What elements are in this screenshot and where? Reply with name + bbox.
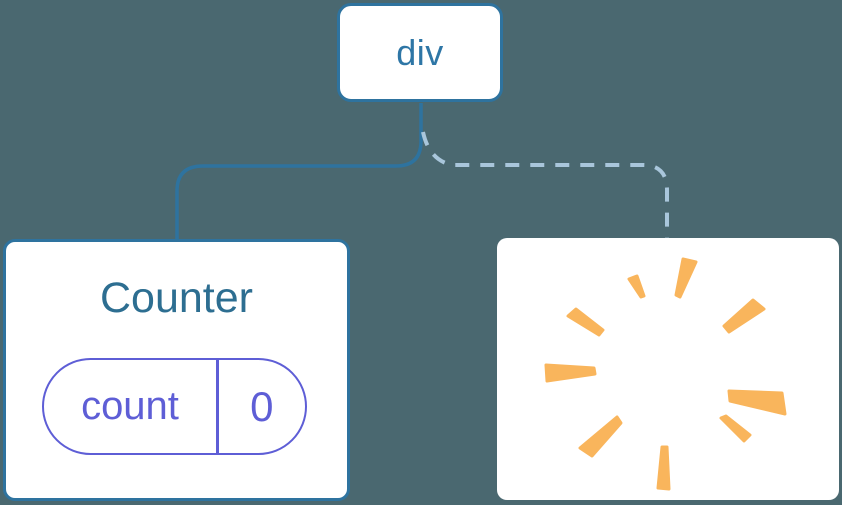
state-value: 0 — [250, 382, 274, 430]
removed-component-card — [497, 238, 839, 500]
solid-edge — [175, 103, 423, 240]
dashed-edge — [421, 131, 669, 239]
state-pill-divider — [216, 360, 219, 453]
root-node-div: div — [337, 3, 503, 102]
root-node-label: div — [396, 31, 444, 73]
state-pill: count 0 — [42, 358, 307, 455]
component-title: Counter — [100, 274, 253, 322]
counter-component-card: Counter count 0 — [3, 239, 350, 501]
state-key: count — [81, 384, 179, 428]
poof-starburst-icon — [544, 257, 787, 491]
